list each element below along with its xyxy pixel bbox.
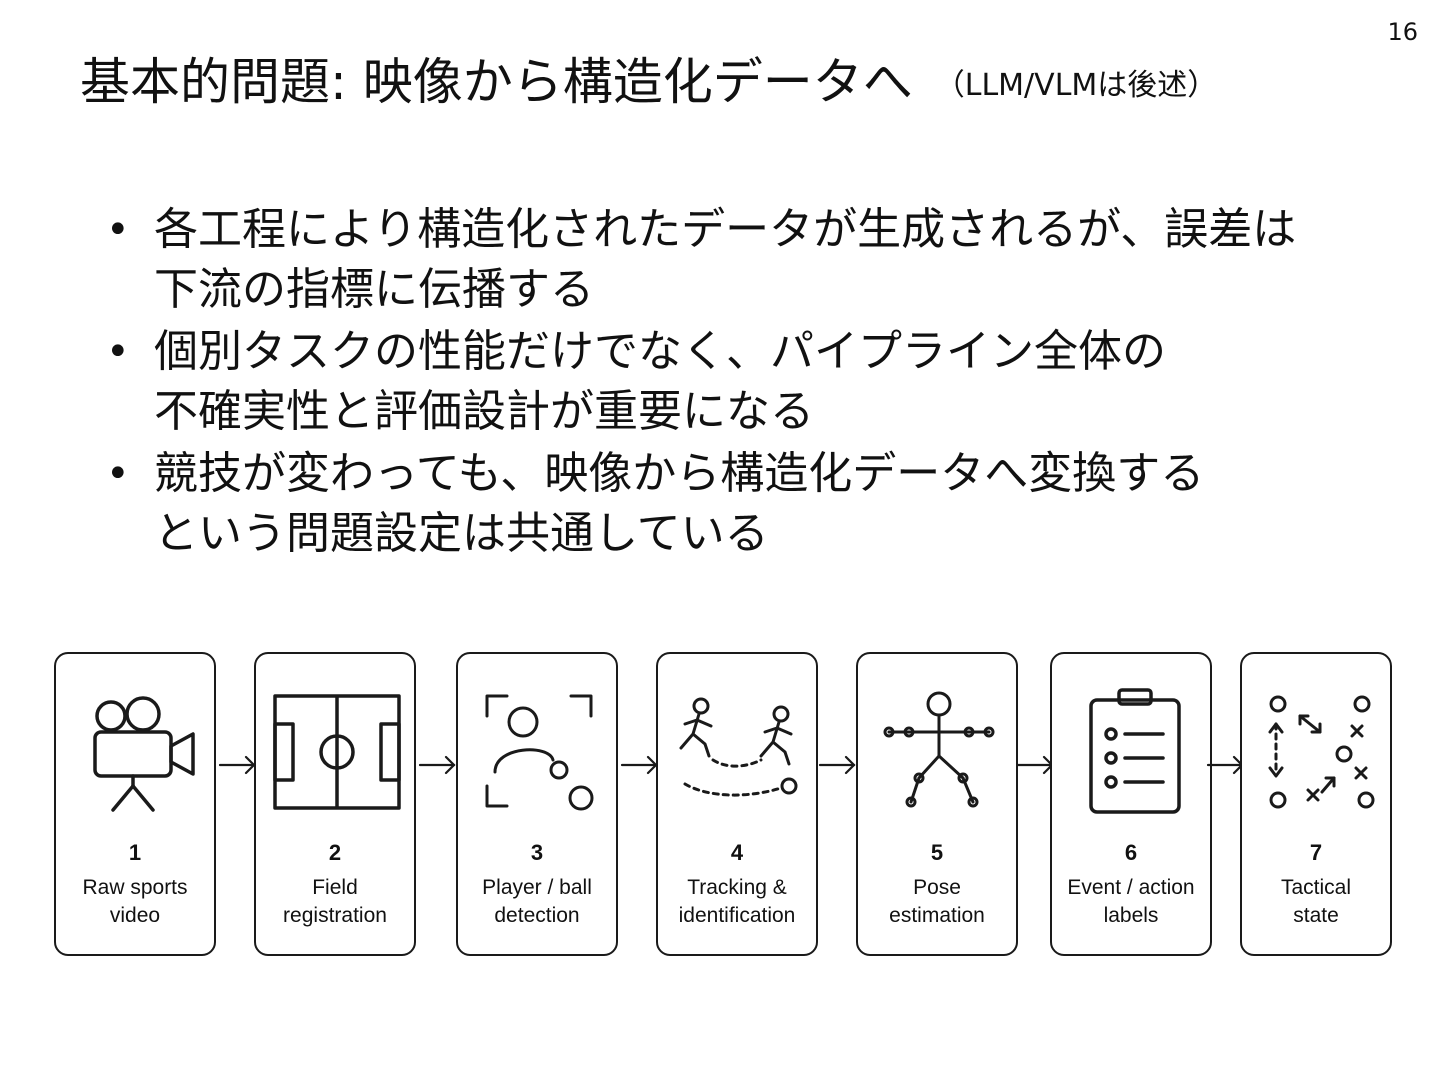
step-label-line: video — [109, 904, 161, 927]
step-label-line: estimation — [889, 904, 985, 927]
step-number: 7 — [1309, 840, 1323, 865]
bullet-line: という問題設定は共通している — [154, 508, 769, 559]
step-label-line: Tracking & — [687, 876, 787, 899]
step-label-line: Field — [312, 876, 358, 899]
step-label-line: Raw sports — [82, 876, 188, 899]
bullet-line: 個別タスクの性能だけでなく、パイプライン全体の — [154, 326, 1166, 377]
arrow-right-icon — [620, 755, 658, 775]
step-label-line: labels — [1103, 904, 1159, 927]
bullet-item: • 個別タスクの性能だけでなく、パイプライン全体の 不確実性と評価設計が重要にな… — [106, 322, 1366, 442]
pipeline-step-pose: 5 Pose estimation — [856, 652, 1018, 956]
pipeline-step-detection: 3 Player / ball detection — [456, 652, 618, 956]
page-number: 16 — [1387, 18, 1418, 46]
skeleton-icon — [883, 691, 995, 808]
pipeline-step-field-registration: 2 Field registration — [254, 652, 416, 956]
step-label-line: identification — [678, 904, 796, 927]
bullet-line: 競技が変わっても、映像から構造化データへ変換する — [154, 448, 1205, 499]
bullet-marker: • — [106, 451, 130, 497]
arrow-right-icon — [418, 755, 456, 775]
bullet-list: • 各工程により構造化されたデータが生成されるが、誤差は 下流の指標に伝播する … — [106, 200, 1366, 566]
step-label: Raw sports video — [56, 874, 214, 930]
pipeline-step-event-labels: 6 Event / action labels — [1050, 652, 1212, 956]
bullet-line: 下流の指標に伝播する — [154, 264, 594, 315]
tactics-icon — [1268, 695, 1375, 809]
arrow-right-icon — [218, 755, 256, 775]
bullet-line: 不確実性と評価設計が重要になる — [154, 386, 814, 437]
step-label-line: Event / action — [1067, 876, 1195, 899]
step-label: Player / ball detection — [458, 874, 616, 930]
bullet-marker: • — [106, 207, 130, 253]
bullet-item: • 競技が変わっても、映像から構造化データへ変換する という問題設定は共通してい… — [106, 444, 1366, 564]
soccer-field-icon — [273, 694, 401, 810]
pipeline-step-tracking: 4 Tracking & identification — [656, 652, 818, 956]
title-main: 基本的問題: 映像から構造化データへ — [80, 53, 913, 111]
bullet-line: 各工程により構造化されたデータが生成されるが、誤差は — [154, 204, 1297, 255]
step-number: 2 — [328, 840, 342, 865]
step-number: 1 — [128, 840, 142, 865]
step-label-line: state — [1293, 904, 1339, 927]
pipeline-step-tactical-state: 7 Tactical state — [1240, 652, 1392, 956]
step-label: Event / action labels — [1052, 874, 1210, 930]
step-label-line: Tactical — [1280, 876, 1352, 899]
step-label-line: Pose — [913, 876, 961, 899]
running-players-icon — [679, 697, 798, 797]
step-number: 3 — [530, 840, 544, 865]
step-label-line: registration — [283, 904, 387, 927]
step-label-line: detection — [494, 904, 580, 927]
step-number: 4 — [730, 840, 744, 865]
video-camera-icon — [93, 696, 195, 812]
step-label: Pose estimation — [858, 874, 1016, 930]
step-number: 6 — [1124, 840, 1138, 865]
title-note: （LLM/VLMは後述） — [934, 68, 1218, 103]
pipeline-diagram: 1 Raw sports video 2 Field registration — [54, 652, 1394, 958]
slide-title: 基本的問題: 映像から構造化データへ （LLM/VLMは後述） — [80, 48, 1217, 120]
arrow-right-icon — [818, 755, 856, 775]
clipboard-icon — [1089, 688, 1181, 814]
detection-box-icon — [485, 694, 594, 811]
bullet-marker: • — [106, 329, 130, 375]
bullet-item: • 各工程により構造化されたデータが生成されるが、誤差は 下流の指標に伝播する — [106, 200, 1366, 320]
step-number: 5 — [930, 840, 944, 865]
step-label: Field registration — [256, 874, 414, 930]
pipeline-step-raw-video: 1 Raw sports video — [54, 652, 216, 956]
step-label: Tactical state — [1242, 874, 1390, 930]
step-label: Tracking & identification — [658, 874, 816, 930]
step-label-line: Player / ball — [482, 876, 592, 899]
